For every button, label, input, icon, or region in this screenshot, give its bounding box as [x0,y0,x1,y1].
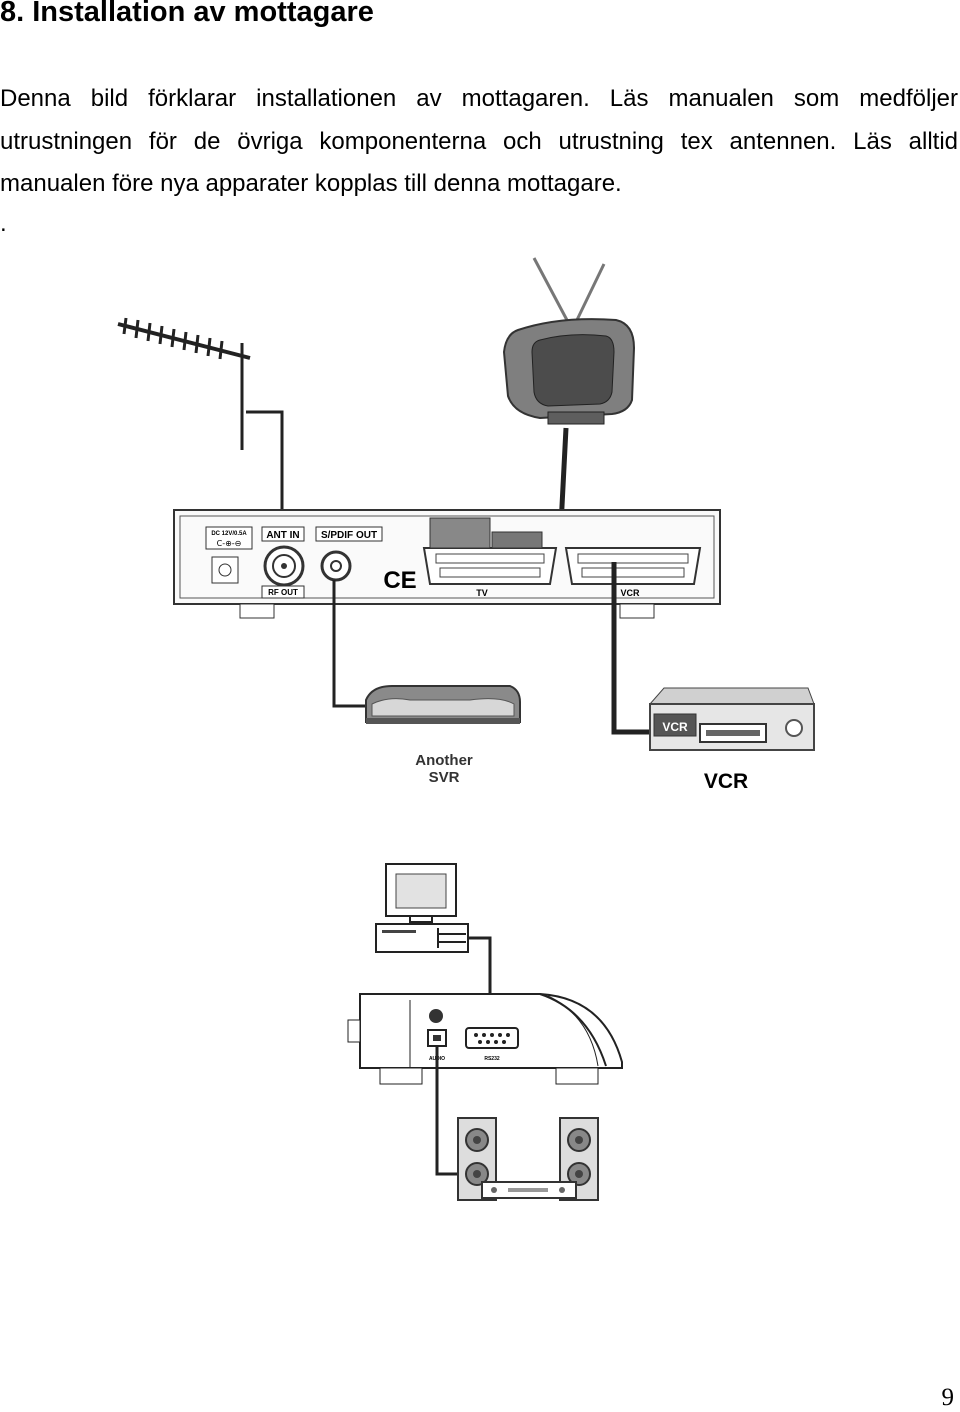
receiver-side-view [347,993,623,1085]
speakers-icon [457,1117,599,1201]
intro-paragraph: Denna bild förklarar installationen av m… [0,85,958,197]
computer-icon [375,863,469,953]
another-svr-label-1: Another [415,752,473,769]
vcr-cable [611,562,652,735]
power-polarity-icon: C-⊕-⊖ [217,539,242,548]
scart-vcr-port [564,547,702,585]
rs232-port-label: RS232 [484,1056,500,1062]
section-heading: 8. Installation av mottagare [0,0,374,28]
another-svr-label-2: SVR [429,769,460,786]
spdif-out-label: S/PDIF OUT [321,530,377,541]
page-number: 9 [941,1384,955,1411]
rf-out-label: RF OUT [268,588,298,597]
receiver-back-panel: DC 12V/0.5A C-⊕-⊖ ANT IN RF OUT S/PDIF O… [173,509,721,619]
scart-tv-label: TV [476,588,488,598]
scart-vcr-label: VCR [620,588,640,598]
ce-mark: CE [383,567,416,594]
tv-icon [502,257,636,425]
vcr-device: VCR [648,687,815,751]
stray-dot: . [0,210,7,237]
scart-tv-port [422,517,558,585]
antenna-icon [117,317,251,450]
power-port-label: DC 12V/0.5A [211,531,247,537]
another-svr-device [365,685,521,724]
vcr-label: VCR [704,770,748,793]
spdif-cable [332,580,368,708]
ant-in-label: ANT IN [266,530,299,541]
vcr-face-label: VCR [662,720,688,734]
